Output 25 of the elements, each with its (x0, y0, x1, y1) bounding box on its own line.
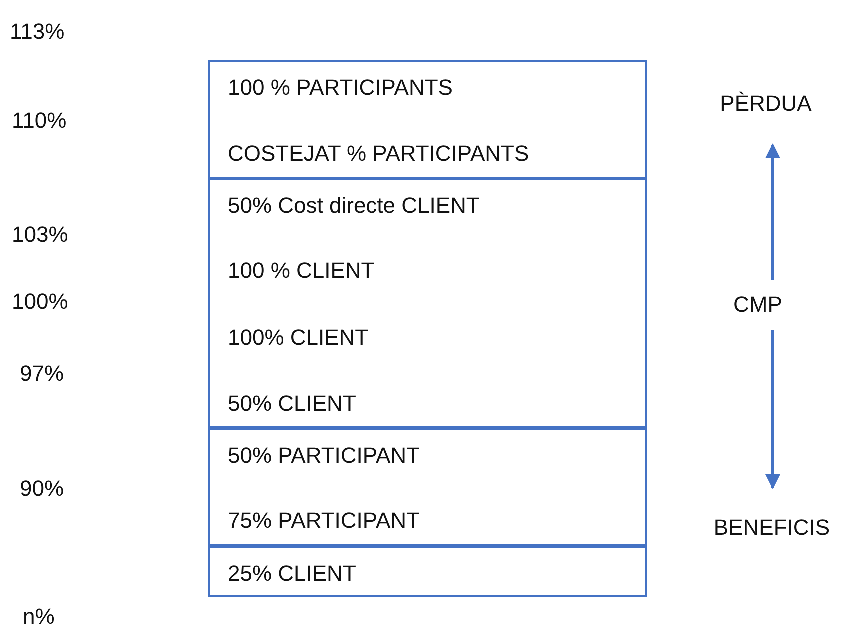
band-text: 25% CLIENT (228, 561, 356, 587)
band-text: 100 % CLIENT (228, 258, 375, 284)
side-label: CMP (734, 292, 782, 318)
band-text: 100% CLIENT (228, 325, 369, 351)
side-label: PÈRDUA (720, 91, 812, 117)
band-box (208, 178, 647, 428)
band-text: 50% PARTICIPANT (228, 443, 420, 469)
percent-label: 110% (12, 108, 67, 134)
percent-label: 100% (12, 289, 68, 315)
band-text: 100 % PARTICIPANTS (228, 75, 453, 101)
band-text: 75% PARTICIPANT (228, 508, 420, 534)
percent-label: n% (23, 604, 55, 630)
percent-label: 103% (12, 222, 68, 248)
arrow (766, 330, 780, 490)
band-box (208, 428, 647, 546)
band-box (208, 60, 647, 179)
band-text: 50% Cost directe CLIENT (228, 193, 480, 219)
band-text: 50% CLIENT (228, 391, 356, 417)
percent-label: 97% (20, 361, 64, 387)
arrow (766, 144, 780, 280)
side-label: BENEFICIS (714, 515, 830, 541)
band-text: COSTEJAT % PARTICIPANTS (228, 141, 530, 167)
percent-label: 90% (20, 476, 64, 502)
percent-label: 113% (10, 19, 65, 45)
band-box (208, 546, 647, 597)
